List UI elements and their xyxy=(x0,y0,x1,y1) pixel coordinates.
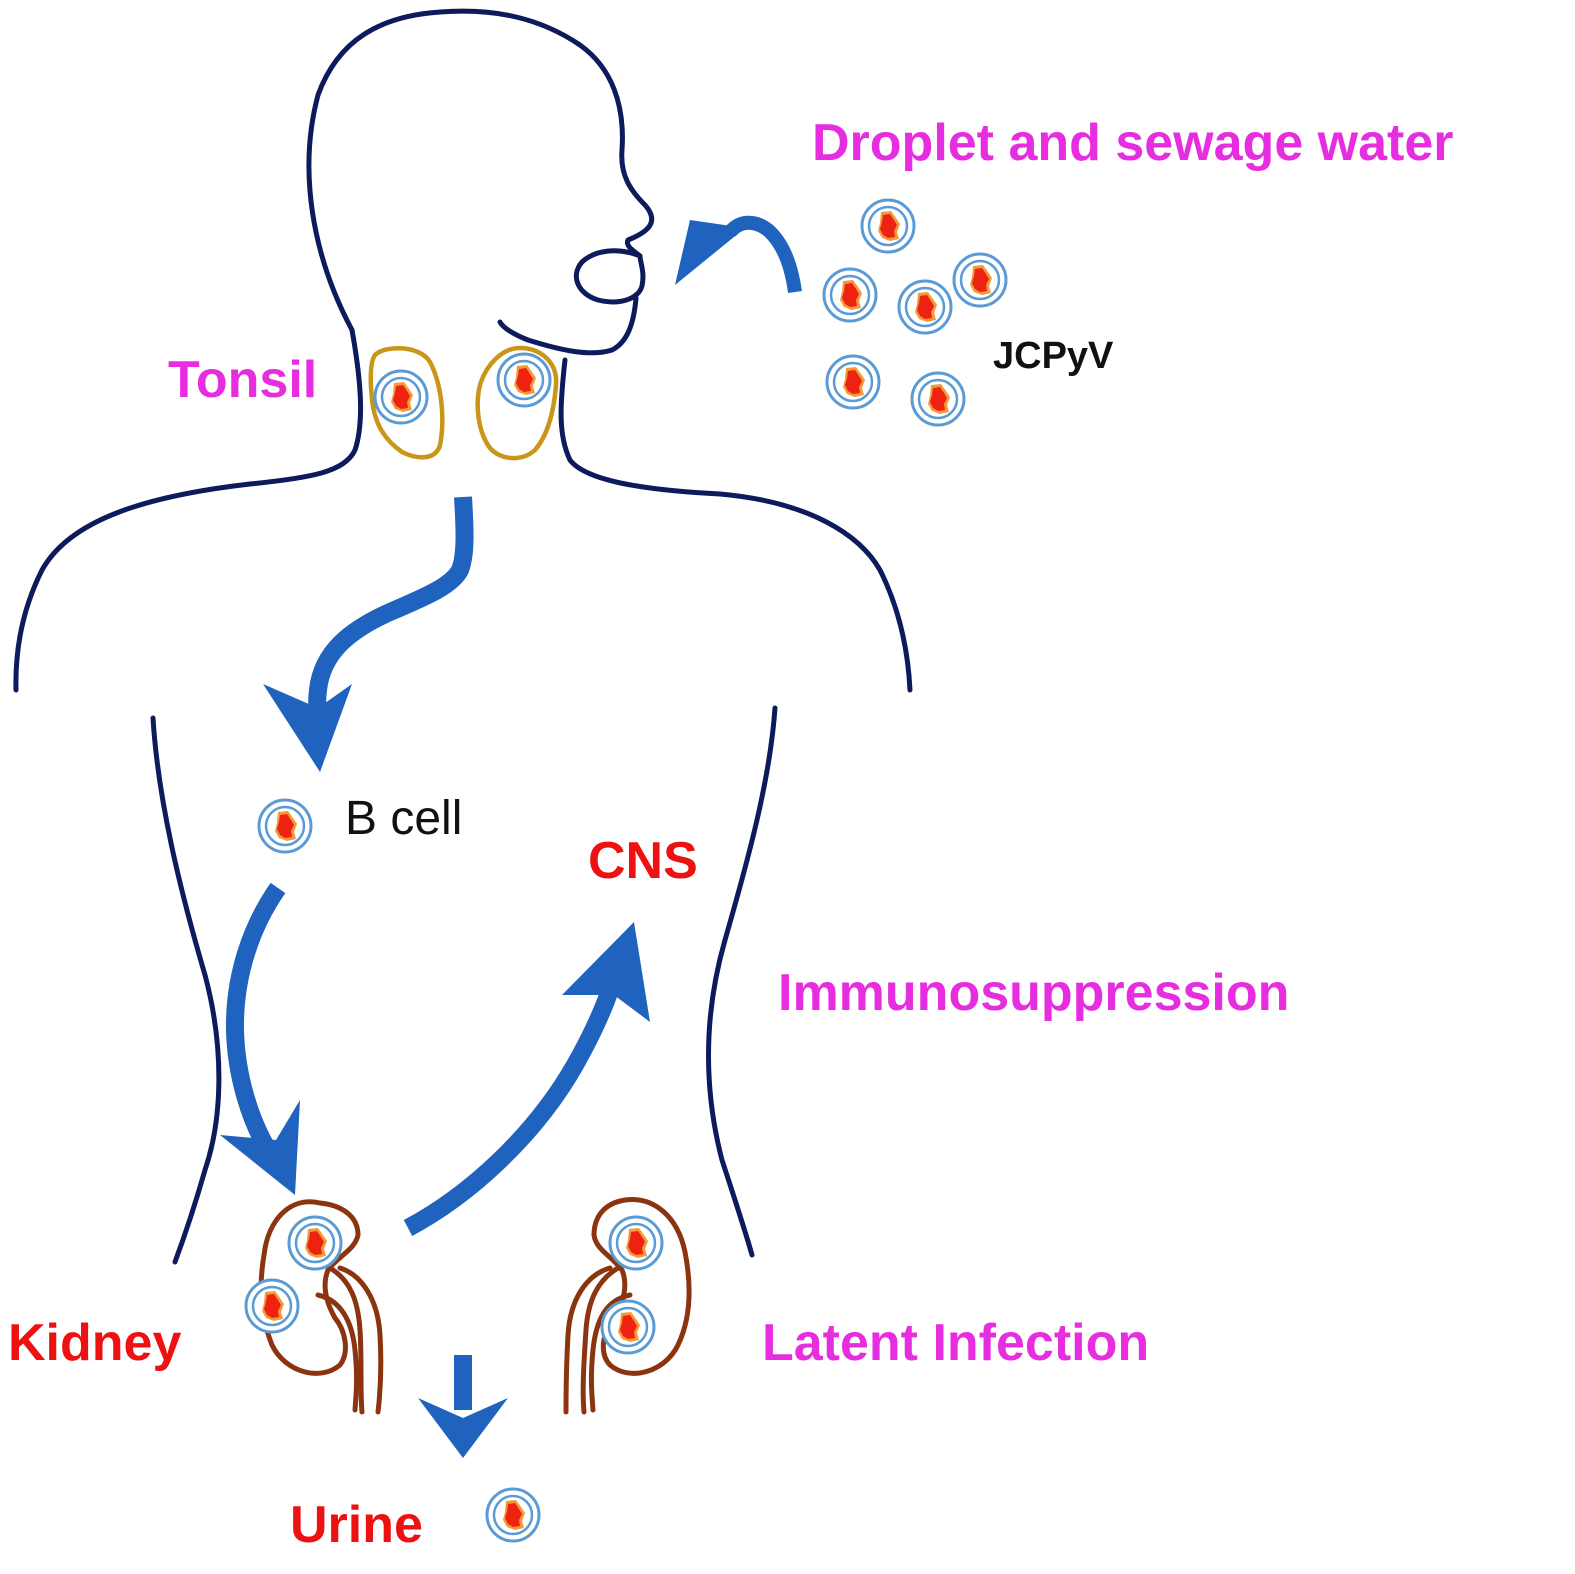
virus-particle xyxy=(244,1278,300,1334)
left-shoulder-arm xyxy=(13,481,253,693)
arrow-into-mouth-shaft xyxy=(724,215,802,294)
tonsil-left xyxy=(368,345,445,460)
arrow-kidney-to-cns-head xyxy=(562,922,650,1022)
virus-particle xyxy=(897,279,953,335)
virus-particle xyxy=(822,267,878,323)
virus-particle xyxy=(608,1215,664,1271)
virus-particle xyxy=(496,352,552,408)
virus-particle xyxy=(910,371,966,427)
virus-particle xyxy=(287,1215,343,1271)
kidney-left-vessel xyxy=(337,1265,384,1415)
neck-right xyxy=(558,357,723,497)
tonsils xyxy=(368,345,559,461)
torso-right xyxy=(706,705,778,1258)
arrow-tonsil-to-bcell-head xyxy=(263,684,352,772)
label-b-cell: B cell xyxy=(345,792,462,845)
kidney-right xyxy=(563,1197,692,1415)
arrow-bcell-to-kidney-head xyxy=(220,1100,300,1195)
head-profile xyxy=(306,8,654,333)
arrow-kidney-to-cns-shaft xyxy=(403,987,619,1236)
label-source: Droplet and sewage water xyxy=(812,114,1454,172)
kidney-left xyxy=(258,1199,384,1415)
torso-left xyxy=(150,715,222,1265)
kidney-left-ureter-a xyxy=(327,1265,365,1415)
right-shoulder-arm xyxy=(717,491,913,693)
virus-particle xyxy=(860,198,916,254)
kidney-right-vessel xyxy=(563,1265,613,1415)
virus-particle xyxy=(373,369,429,425)
virus-particle xyxy=(485,1487,541,1543)
tonsil-right xyxy=(475,345,559,461)
chin xyxy=(497,295,639,356)
arrow-bcell-to-kidney-shaft xyxy=(225,882,286,1155)
label-immunosuppression: Immunosuppression xyxy=(778,964,1289,1022)
arrow-kidney-to-urine-head xyxy=(418,1398,508,1458)
kidney-right-body xyxy=(591,1197,692,1376)
label-kidney: Kidney xyxy=(8,1314,181,1372)
label-cns: CNS xyxy=(588,832,698,890)
kidney-left-body xyxy=(258,1199,361,1376)
virus-particle xyxy=(825,354,881,410)
arrow-heads xyxy=(220,220,745,1458)
arrows xyxy=(225,215,802,1410)
virus-particle xyxy=(257,798,313,854)
labels: Droplet and sewage water JCPyV Tonsil B … xyxy=(8,114,1454,1554)
mouth-loop xyxy=(574,248,646,305)
arrow-into-mouth-head xyxy=(675,220,745,285)
label-tonsil: Tonsil xyxy=(168,351,317,409)
kidney-right-ureter-a xyxy=(580,1265,621,1415)
neck-left xyxy=(247,327,364,487)
kidney-right-ureter-b xyxy=(588,1292,633,1413)
label-urine: Urine xyxy=(290,1496,423,1554)
kidney-left-ureter-b xyxy=(315,1292,360,1413)
virus-particle xyxy=(600,1299,656,1355)
arrow-tonsil-to-bcell-shaft xyxy=(308,496,474,737)
virus-particle xyxy=(952,252,1008,308)
body-outline xyxy=(13,8,913,1265)
label-latent-infection: Latent Infection xyxy=(762,1314,1149,1372)
label-virus: JCPyV xyxy=(993,335,1114,377)
